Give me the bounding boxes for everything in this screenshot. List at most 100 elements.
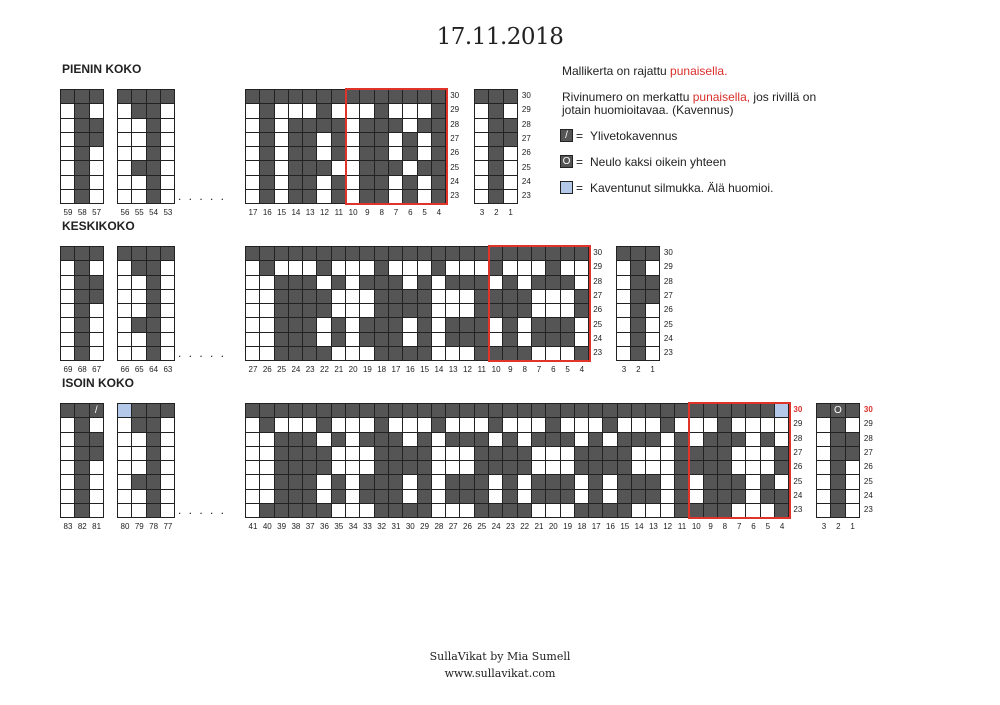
chart-cell	[646, 504, 660, 518]
chart-cell	[388, 104, 403, 118]
chart-cell	[603, 475, 617, 489]
chart-grid: O	[816, 403, 860, 519]
chart-cell	[374, 432, 388, 446]
chart-cell	[817, 404, 831, 418]
chart-cell	[474, 461, 489, 475]
chart-cell	[146, 190, 160, 204]
chart-cell	[474, 432, 489, 446]
chart-cell	[260, 132, 274, 147]
column-number: 6	[751, 522, 756, 532]
chart-cell	[274, 90, 288, 104]
chart-cell	[89, 190, 103, 204]
chart-cell	[831, 475, 845, 489]
chart-cell	[317, 347, 331, 361]
chart-cell	[317, 475, 331, 489]
chart-cell	[374, 332, 388, 347]
chart-cell	[360, 289, 374, 304]
chart-cell	[75, 175, 89, 190]
column-number: 24	[291, 365, 301, 375]
legend-red-text: punaisella,	[692, 90, 751, 104]
chart-cell	[474, 475, 489, 489]
chart-cell	[746, 489, 760, 504]
chart-cell	[274, 190, 288, 204]
chart-cell	[89, 504, 103, 518]
column-number: 23	[505, 522, 515, 532]
chart-cell	[89, 147, 103, 161]
chart-cell	[146, 446, 160, 461]
chart-cell	[417, 347, 431, 361]
chart-cell	[331, 90, 346, 104]
chart-cell	[317, 318, 331, 332]
chart-cell	[617, 275, 631, 289]
chart-cell	[732, 489, 746, 504]
chart-cell	[603, 418, 617, 432]
chart-cell	[546, 318, 560, 332]
chart-cell	[246, 132, 260, 147]
chart-cell	[346, 347, 360, 361]
chart-cell	[489, 475, 503, 489]
column-number: 10	[691, 522, 701, 532]
chart-cell	[388, 190, 403, 204]
legend-key-1-text: Ylivetokavennus	[590, 129, 678, 143]
chart-cell	[589, 418, 603, 432]
column-number: 34	[348, 522, 358, 532]
chart-cell	[403, 147, 417, 161]
chart-cell	[574, 289, 589, 304]
chart-cell	[546, 347, 560, 361]
chart-cell	[574, 461, 589, 475]
row-number: 27	[593, 290, 603, 300]
chart-cell	[61, 90, 75, 104]
column-number: 37	[305, 522, 315, 532]
column-number: 24	[491, 522, 501, 532]
chart-cell	[160, 161, 175, 175]
column-number: 56	[120, 208, 130, 218]
chart-cell	[517, 318, 531, 332]
chart-cell	[646, 461, 660, 475]
row-number: 30	[521, 91, 531, 100]
chart-cell	[489, 461, 503, 475]
chart-cell	[388, 289, 403, 304]
chart-cell	[317, 147, 331, 161]
chart-cell	[417, 247, 431, 261]
chart-cell	[288, 304, 303, 318]
chart-cell	[388, 446, 403, 461]
chart-cell	[75, 461, 89, 475]
chart-cell	[317, 446, 331, 461]
chart-cell	[146, 461, 160, 475]
column-number: 5	[422, 208, 427, 218]
chart-cell	[531, 404, 546, 418]
chart-cell	[118, 190, 132, 204]
chart-cell	[260, 446, 274, 461]
chart-cell	[61, 104, 75, 118]
chart-cell	[474, 275, 489, 289]
chart-cell	[646, 489, 660, 504]
row-number: 25	[663, 319, 673, 329]
legend-text: Rivinumero on merkattu	[562, 90, 693, 104]
row-number: 26	[793, 462, 803, 472]
column-number: 33	[362, 522, 372, 532]
chart-cell	[703, 489, 717, 504]
chart-cell	[403, 332, 417, 347]
chart-cell	[503, 489, 517, 504]
chart-cell	[703, 504, 717, 518]
chart-cell	[303, 332, 317, 347]
chart-cell: O	[831, 404, 845, 418]
chart-cell	[160, 304, 175, 318]
chart-cell	[274, 275, 288, 289]
chart-cell	[89, 247, 103, 261]
chart-cell	[132, 304, 146, 318]
chart-cell	[732, 446, 746, 461]
chart-cell	[346, 118, 360, 132]
chart-cell	[374, 475, 388, 489]
chart-cell	[89, 175, 103, 190]
chart-cell	[660, 504, 674, 518]
chart-cell	[632, 418, 646, 432]
chart-cell	[374, 418, 388, 432]
chart-cell	[845, 475, 859, 489]
chart-cell	[160, 347, 175, 361]
chart-cell	[517, 504, 531, 518]
chart-cell	[346, 318, 360, 332]
chart-cell	[446, 418, 460, 432]
column-number: 3	[621, 365, 627, 375]
chart-cell	[546, 475, 560, 489]
